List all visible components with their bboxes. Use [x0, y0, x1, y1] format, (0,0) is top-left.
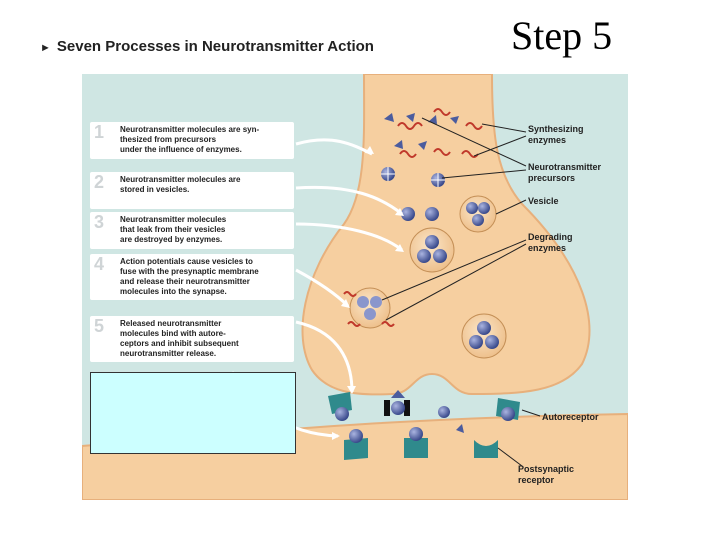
step-4-number: 4 [94, 254, 105, 274]
autoreceptors [328, 392, 520, 420]
step-2-number: 2 [94, 172, 105, 192]
step-5-box: 5 Released neurotransmitter molecules bi… [90, 316, 294, 362]
label-neurotransmitter-precursors: Neurotransmitter precursors [528, 162, 602, 183]
synthesizing-enzymes [397, 108, 483, 158]
vesicle-upper [459, 195, 497, 233]
step-3-box: 3 Neurotransmitter molecules that leak f… [90, 212, 294, 249]
vesicle-leaking [343, 287, 395, 329]
step-1-number: 1 [94, 122, 105, 142]
synapse-illustration [82, 74, 628, 500]
step-3-text: Neurotransmitter molecules that leak fro… [120, 215, 227, 244]
step-2-box: 2 Neurotransmitter molecules are stored … [90, 172, 294, 209]
step-1-box: 1 Neurotransmitter molecules are syn- th… [90, 122, 294, 159]
step-3-number: 3 [94, 212, 105, 232]
label-autoreceptor: Autoreceptor [542, 412, 599, 422]
figure-title-text: Seven Processes in Neurotransmitter Acti… [56, 38, 374, 55]
step-4-text: Action potentials cause vesicles to fuse… [120, 257, 259, 296]
step-2-text: Neurotransmitter molecules are stored in… [120, 175, 241, 194]
triangle-bullet-icon: ► [40, 42, 51, 54]
step-5-text: Released neurotransmitter molecules bind… [120, 319, 239, 358]
step-1-text: Neurotransmitter molecules are syn- thes… [120, 125, 260, 154]
assembling-molecules [381, 167, 445, 187]
label-postsynaptic-receptor: Postsynaptic receptor [518, 464, 575, 485]
diagram-panel: 1 Neurotransmitter molecules are syn- th… [82, 74, 628, 500]
step-title: Step 5 [511, 13, 613, 58]
label-vesicle: Vesicle [528, 196, 559, 206]
step-4-box: 4 Action potentials cause vesicles to fu… [90, 254, 294, 300]
leader-lines [381, 117, 541, 467]
label-degrading-enzymes: Degrading enzymes [528, 232, 573, 253]
vesicle-middle [409, 227, 455, 273]
step-5-number: 5 [94, 316, 105, 336]
blank-answer-box [90, 372, 296, 454]
label-synthesizing-enzymes: Synthesizing enzymes [528, 124, 584, 145]
vesicle-lower [461, 313, 507, 359]
figure-title: ► Seven Processes in Neurotransmitter Act… [40, 38, 374, 55]
postsynaptic-receptors [344, 438, 498, 460]
